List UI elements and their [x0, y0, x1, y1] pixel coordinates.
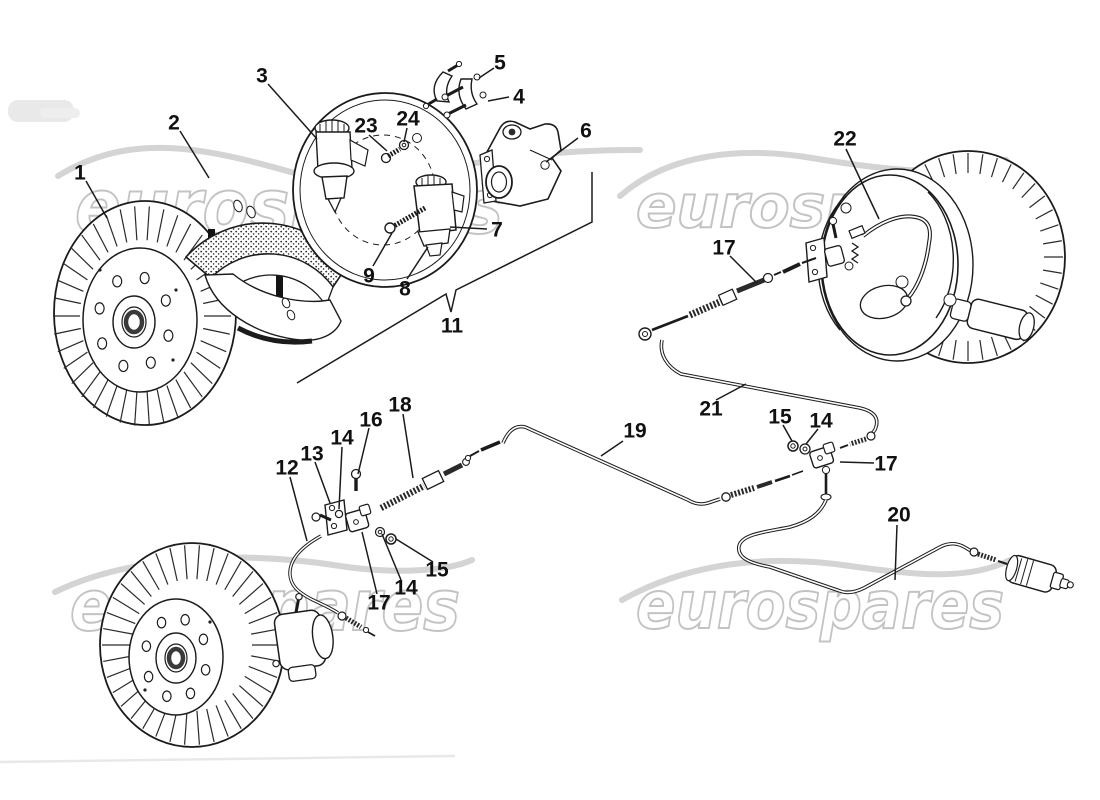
bolt-9-shaft [392, 205, 427, 229]
part-callout-12-24: 12 [275, 457, 298, 480]
wheel-bolt-holes [141, 613, 211, 703]
callout-leader-14 [381, 533, 402, 581]
part-callout-14-26: 14 [394, 577, 418, 600]
hub-bore [166, 646, 186, 670]
group-bracket-line [296, 172, 593, 384]
watermark-bottom-right: eurospares [619, 557, 1013, 645]
part-callout-4-6: 4 [513, 86, 525, 109]
lower-shoe-lining [236, 325, 313, 345]
callout-leader-23 [368, 134, 388, 152]
rear-left-brake-drum [99, 542, 334, 748]
part-callout-7-8: 7 [491, 219, 503, 242]
part-callout-6-7: 6 [580, 120, 592, 143]
callout-leader-17 [839, 461, 875, 464]
part-callout-21-14: 21 [699, 398, 723, 421]
drum-fins [53, 206, 231, 426]
adjuster-cylinder-8 [384, 174, 465, 257]
callout-leader-15 [395, 538, 434, 563]
lower-shoe [204, 273, 342, 341]
callout-leader-24 [403, 127, 408, 143]
callout-leader-4 [487, 96, 510, 102]
callout-leader-18 [402, 413, 414, 479]
part-callout-14-22: 14 [330, 427, 354, 450]
bolt-23 [380, 146, 402, 164]
part-callout-16-21: 16 [359, 409, 382, 432]
handbrake-cable-19 [501, 424, 804, 506]
watermark-swoosh [52, 554, 475, 595]
part-callout-20-19: 20 [887, 504, 910, 527]
callout-leader-17 [729, 255, 758, 284]
cable-junction-right [787, 440, 836, 501]
handbrake-cable-21 [659, 339, 879, 449]
part-callout-2-1: 2 [168, 112, 180, 135]
part-callout-17-18: 17 [874, 453, 897, 476]
callout-leader-21 [715, 383, 747, 401]
callout-leader-5 [478, 67, 495, 79]
part-callout-15-25: 15 [425, 559, 449, 582]
wheel-bolt-holes [94, 271, 174, 373]
rear-brake-drum [638, 150, 1066, 364]
brake-hose-12 [288, 534, 376, 637]
part-callout-17-13: 17 [712, 237, 735, 260]
part-callout-23-3: 23 [354, 115, 377, 138]
handbrake-hose-17 [638, 257, 817, 341]
part-callout-17-27: 17 [367, 592, 390, 615]
support-bracket-6 [479, 120, 562, 207]
part-callout-18-20: 18 [388, 394, 412, 417]
bolt-9-head [384, 222, 396, 234]
callout-leader-17 [361, 531, 378, 595]
pipe-22-fitting [848, 224, 866, 240]
part-callout-22-12: 22 [833, 128, 856, 151]
callout-leader-14 [805, 428, 819, 445]
watermark-text: eurospares [636, 567, 1004, 644]
hub-bore [123, 309, 145, 335]
part-callout-24-4: 24 [396, 108, 420, 131]
watermark-swoosh [619, 557, 1013, 603]
part-callout-3-2: 3 [256, 65, 268, 88]
callout-leader-13 [314, 461, 331, 504]
callout-leader-20 [894, 524, 898, 581]
return-spring [850, 242, 860, 264]
pipe-22-banjo [900, 295, 912, 307]
part-callout-15-15: 15 [768, 406, 792, 429]
brake-shoe-assembly [184, 199, 348, 345]
part-callout-14-16: 14 [809, 410, 833, 433]
callout-leader-15 [782, 424, 793, 442]
callout-leader-2 [179, 130, 210, 179]
wheel-cylinder-left [272, 592, 334, 682]
callout-leader-8 [406, 246, 429, 280]
part-callout-8-10: 8 [399, 278, 411, 301]
callout-leader-1 [85, 180, 108, 219]
handbrake-straps [422, 60, 487, 119]
part-callout-9-9: 9 [363, 265, 375, 288]
rear-wheel-cylinder [949, 298, 1035, 341]
scan-smudge [0, 100, 456, 764]
cable-junction-left [311, 468, 397, 545]
callout-leader-14 [338, 446, 343, 510]
part-callout-5-5: 5 [494, 52, 506, 75]
part-callout-19-17: 19 [623, 420, 646, 443]
callout-leader-6 [545, 137, 579, 163]
part-callout-1-0: 1 [74, 162, 86, 185]
callout-leader-22 [845, 148, 880, 220]
callout-leader-12 [289, 476, 308, 542]
part-callout-11-11: 11 [441, 315, 464, 338]
callout-leader-7 [449, 226, 488, 230]
callout-leader-9 [372, 232, 393, 267]
callout-leader-3 [267, 83, 318, 140]
drum-fins [102, 545, 282, 745]
callout-leader-16 [357, 427, 370, 475]
handbrake-cable-18 [379, 440, 501, 511]
wheel-cylinder-3 [313, 119, 369, 214]
brake-pipe-20 [737, 499, 1074, 595]
callout-leader-19 [600, 440, 624, 457]
switch-cylinder-20 [1005, 554, 1074, 593]
rear-cable-bracket [805, 216, 854, 283]
part-callout-13-23: 13 [300, 443, 323, 466]
